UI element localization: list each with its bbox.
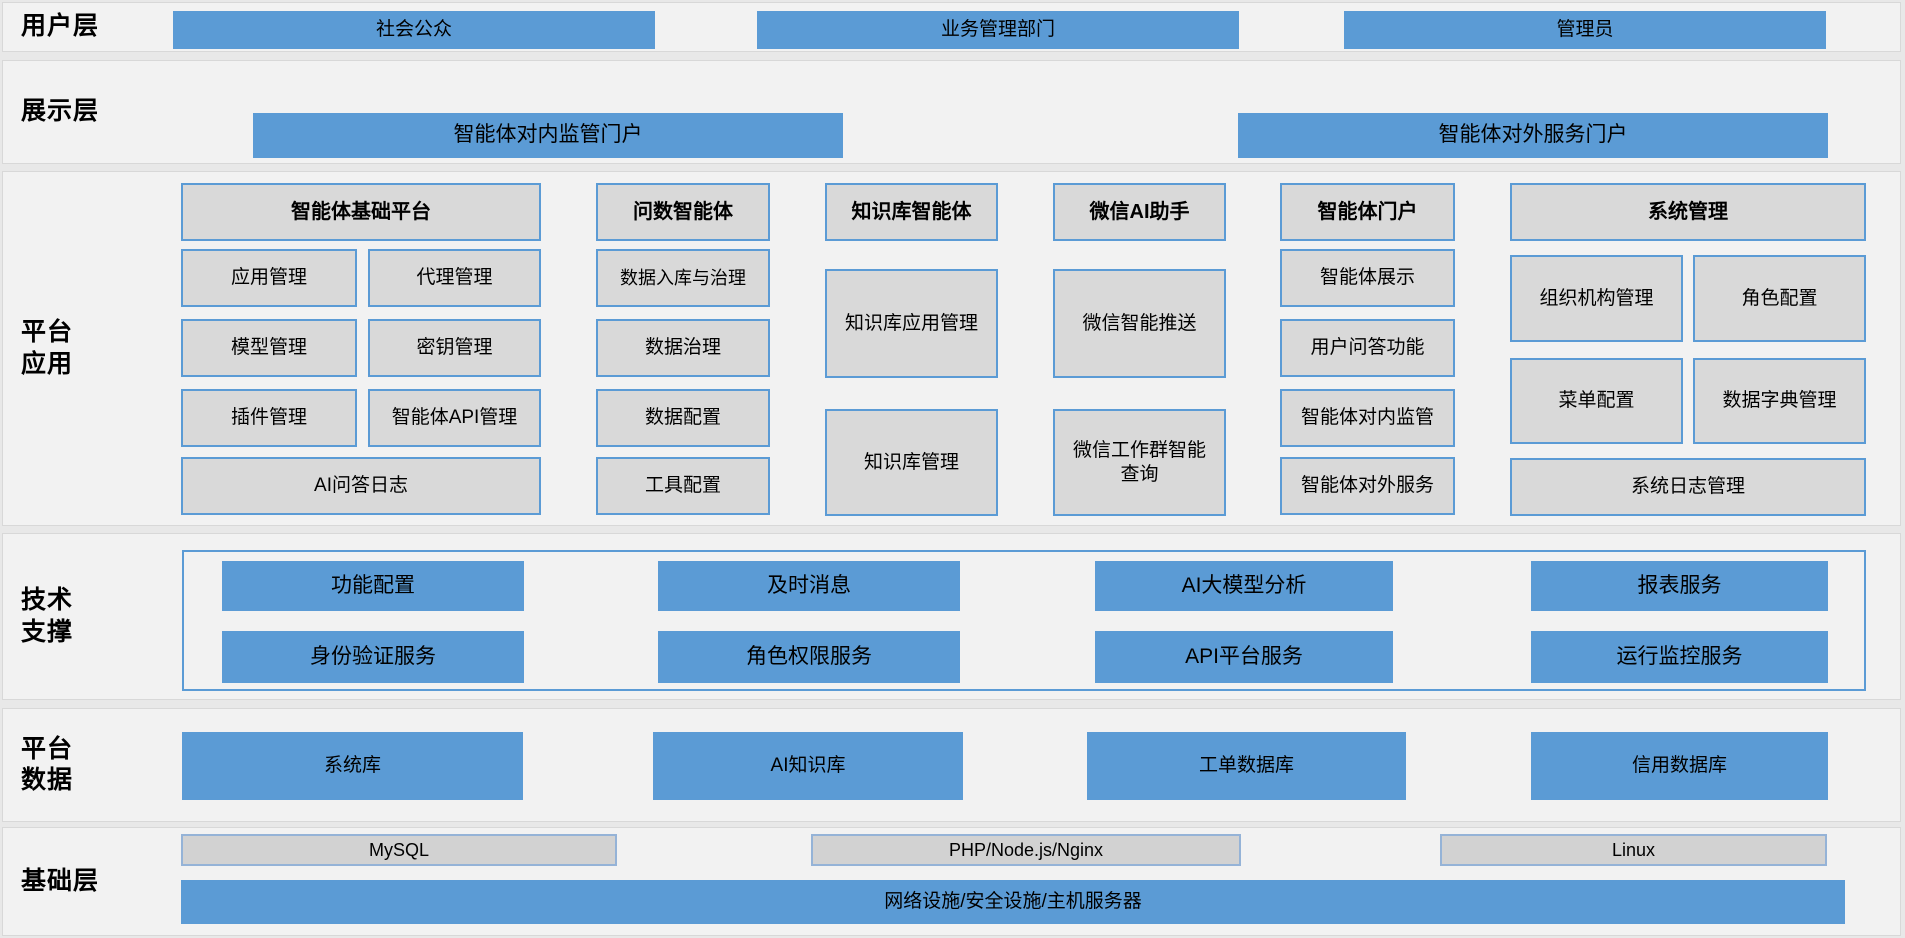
app-module-box: 插件管理 — [181, 389, 357, 447]
infra-stack-box: Linux — [1440, 834, 1827, 866]
tech-service-box: 身份验证服务 — [222, 631, 524, 683]
tech-service-box: 角色权限服务 — [658, 631, 960, 683]
app-module-box: 密钥管理 — [368, 319, 541, 377]
knowledge-base-agent-header: 知识库智能体 — [825, 183, 998, 241]
tech-service-box: AI大模型分析 — [1095, 561, 1393, 611]
layer-band-infra: 基础层 MySQL PHP/Node.js/Nginx Linux 网络设施/安… — [2, 827, 1901, 936]
app-module-box: 知识库管理 — [825, 409, 998, 516]
database-box: 工单数据库 — [1087, 732, 1406, 800]
user-layer-label: 用户层 — [21, 3, 99, 51]
app-module-box: 智能体API管理 — [368, 389, 541, 447]
app-module-box: 数据字典管理 — [1693, 358, 1866, 444]
data-layer-label: 平台 数据 — [21, 709, 73, 821]
app-module-box: AI问答日志 — [181, 457, 541, 515]
user-admin-box: 管理员 — [1344, 11, 1826, 49]
app-module-box: 代理管理 — [368, 249, 541, 307]
tech-service-box: 功能配置 — [222, 561, 524, 611]
data-layer-label-line1: 平台 — [21, 734, 74, 763]
app-module-box: 用户问答功能 — [1280, 319, 1455, 377]
wechat-ai-assistant-header: 微信AI助手 — [1053, 183, 1226, 241]
app-module-box: 系统日志管理 — [1510, 458, 1866, 516]
app-module-box: 菜单配置 — [1510, 358, 1683, 444]
app-module-box: 智能体对外服务 — [1280, 457, 1455, 515]
ask-data-agent-header: 问数智能体 — [596, 183, 770, 241]
layer-band-app: 平台 应用 智能体基础平台 应用管理 代理管理 模型管理 密钥管理 插件管理 智… — [2, 171, 1901, 526]
app-module-box: 工具配置 — [596, 457, 770, 515]
infra-stack-box: MySQL — [181, 834, 617, 866]
agent-portal-header: 智能体门户 — [1280, 183, 1455, 241]
app-module-box: 微信工作群智能查询 — [1053, 409, 1226, 516]
user-business-dept-box: 业务管理部门 — [757, 11, 1239, 49]
tech-layer-label-line1: 技术 — [21, 586, 74, 615]
user-public-box: 社会公众 — [173, 11, 655, 49]
app-module-box: 组织机构管理 — [1510, 255, 1683, 342]
display-layer-label-text: 展示层 — [21, 97, 100, 126]
layer-band-display: 展示层 智能体对内监管门户 智能体对外服务门户 — [2, 60, 1901, 164]
app-module-box: 模型管理 — [181, 319, 357, 377]
tech-service-box: 报表服务 — [1531, 561, 1828, 611]
app-module-box: 应用管理 — [181, 249, 357, 307]
app-module-box: 角色配置 — [1693, 255, 1866, 342]
app-layer-label-line1: 平台 — [21, 318, 74, 347]
app-layer-label-line2: 应用 — [21, 349, 74, 378]
app-module-box: 数据配置 — [596, 389, 770, 447]
tech-service-box: 及时消息 — [658, 561, 960, 611]
app-module-box: 智能体对内监管 — [1280, 389, 1455, 447]
app-module-box: 微信智能推送 — [1053, 269, 1226, 378]
portal-internal-box: 智能体对内监管门户 — [253, 113, 843, 158]
user-layer-label-text: 用户层 — [21, 12, 100, 41]
tech-services-container — [182, 550, 1866, 691]
data-layer-label-line2: 数据 — [21, 766, 74, 794]
layer-band-tech: 技术 支撑 功能配置 及时消息 AI大模型分析 报表服务 身份验证服务 角色权限… — [2, 533, 1901, 700]
app-module-box: 数据治理 — [596, 319, 770, 377]
infra-hardware-box: 网络设施/安全设施/主机服务器 — [181, 880, 1845, 924]
tech-layer-label-line2: 支撑 — [21, 617, 74, 646]
agent-base-platform-header: 智能体基础平台 — [181, 183, 541, 241]
app-module-box: 智能体展示 — [1280, 249, 1455, 307]
database-box: 信用数据库 — [1531, 732, 1828, 800]
infra-stack-box: PHP/Node.js/Nginx — [811, 834, 1241, 866]
portal-external-box: 智能体对外服务门户 — [1238, 113, 1828, 158]
tech-service-box: 运行监控服务 — [1531, 631, 1828, 683]
tech-layer-label: 技术 支撑 — [21, 534, 73, 699]
display-layer-label: 展示层 — [21, 61, 99, 163]
layer-band-data: 平台 数据 系统库 AI知识库 工单数据库 信用数据库 — [2, 708, 1901, 822]
database-box: 系统库 — [182, 732, 523, 800]
system-management-header: 系统管理 — [1510, 183, 1866, 241]
tech-service-box: API平台服务 — [1095, 631, 1393, 683]
infra-layer-label: 基础层 — [21, 828, 99, 935]
infra-layer-label-text: 基础层 — [21, 866, 100, 895]
app-module-box: 数据入库与治理 — [596, 249, 770, 307]
database-box: AI知识库 — [653, 732, 963, 800]
app-module-box: 知识库应用管理 — [825, 269, 998, 378]
layer-band-user: 用户层 社会公众 业务管理部门 管理员 — [2, 2, 1901, 52]
app-layer-label: 平台 应用 — [21, 172, 73, 525]
